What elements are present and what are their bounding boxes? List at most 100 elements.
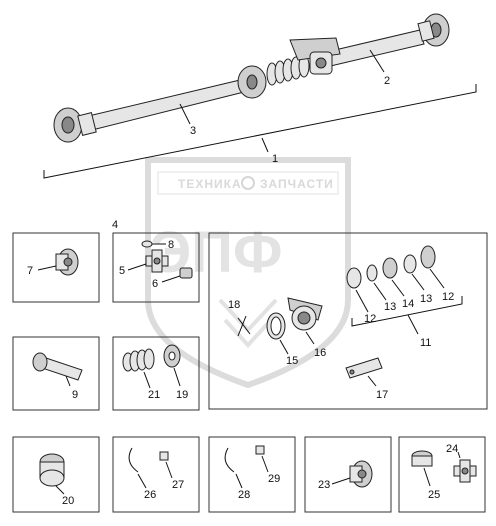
- callout-5: 5: [119, 265, 125, 277]
- leader-17: [367, 375, 377, 387]
- watermark-center-text: ЭПФ: [150, 220, 282, 285]
- leader-5: [127, 263, 147, 271]
- center-joint-hub: [246, 74, 258, 90]
- callout-7: 7: [27, 265, 33, 277]
- leader-20: [55, 485, 65, 495]
- callout-21: 21: [148, 389, 160, 401]
- leader-27: [165, 461, 173, 479]
- ring-set-bracket-line: [351, 296, 463, 327]
- watermark-logo: ТЕХНИКА ЗАПЧАСТИ ЭПФ: [145, 157, 351, 389]
- center-support-bracket: [289, 37, 341, 75]
- seal-inner: [270, 316, 282, 336]
- callout-19: 19: [176, 389, 188, 401]
- callout-14: 14: [402, 298, 414, 310]
- leader-12a: [355, 289, 369, 313]
- needle-bearing-cap: [179, 267, 193, 279]
- leader-26: [137, 473, 147, 489]
- callout-18: 18: [228, 299, 240, 311]
- grease-fitting-part: [159, 451, 169, 461]
- front-cross-joint: [77, 111, 97, 137]
- cross-spider-part: [145, 249, 169, 273]
- leader-19: [173, 367, 181, 387]
- dust-cover-part: [163, 344, 181, 368]
- leader-28: [235, 473, 243, 489]
- leader-29: [261, 455, 269, 473]
- seal-ring-part: [141, 240, 153, 248]
- leader-11: [407, 314, 419, 335]
- assembly-bracket-line: [43, 84, 477, 179]
- leader-6: [161, 275, 181, 283]
- leader-21: [143, 371, 151, 389]
- detail-box-24-25: [398, 436, 486, 513]
- callout-13b: 13: [420, 293, 432, 305]
- rear-cross-joint: [417, 20, 435, 42]
- detail-box-26-27: [112, 436, 200, 513]
- leader-16: [305, 331, 315, 345]
- leader-12b: [429, 268, 445, 289]
- leader-7: [37, 265, 57, 271]
- callout-6: 6: [152, 278, 158, 290]
- leader-3: [179, 103, 191, 125]
- callout-13a: 13: [384, 301, 396, 313]
- watermark-top-text: ТЕХНИКА: [178, 177, 242, 191]
- gear-icon: [241, 176, 255, 190]
- callout-16: 16: [314, 347, 326, 359]
- callout-12b: 12: [442, 291, 454, 303]
- flange-yoke-part-2: [349, 460, 373, 488]
- callout-23: 23: [318, 479, 330, 491]
- grease-fitting-part-2: [255, 445, 265, 455]
- callout-9: 9: [72, 389, 78, 401]
- leader-25: [423, 467, 431, 487]
- callout-15: 15: [286, 355, 298, 367]
- boot-part: [122, 348, 155, 372]
- leader-14: [391, 279, 405, 297]
- callout-3: 3: [190, 125, 196, 137]
- spline-boot: [266, 54, 310, 86]
- leader-1: [261, 137, 269, 153]
- detail-box-20: [12, 436, 100, 513]
- repair-kit-cap: [411, 450, 433, 467]
- repair-kit-spider: [453, 459, 477, 483]
- leader-13a: [373, 282, 387, 301]
- leader-13b: [411, 273, 425, 291]
- leader-2: [369, 49, 385, 73]
- retaining-clip-part: [237, 315, 251, 337]
- callout-20: 20: [62, 495, 74, 507]
- bearing-ring-set: [346, 245, 436, 289]
- callout-1: 1: [272, 153, 278, 165]
- leader-15: [279, 339, 289, 355]
- main-shaft-assembly: [53, 13, 450, 143]
- grease-tube-part-2: [224, 447, 235, 473]
- callout-8: 8: [168, 239, 174, 251]
- front-flange-hub: [61, 116, 75, 134]
- callout-11: 11: [420, 337, 431, 349]
- detail-box-support-bearing: [208, 232, 488, 410]
- callout-26: 26: [144, 489, 156, 501]
- watermark-side-text: ЗАПЧАСТИ: [260, 177, 334, 191]
- leader-24: [457, 451, 461, 459]
- leader-23: [331, 477, 351, 485]
- detail-box-4: [112, 232, 200, 303]
- detail-box-23: [304, 436, 392, 513]
- callout-24: 24: [446, 443, 458, 455]
- slip-yoke-part: [32, 352, 83, 381]
- callout-29: 29: [268, 473, 280, 485]
- detail-box-28-29: [208, 436, 296, 513]
- flange-yoke-part: [55, 248, 79, 276]
- callout-27: 27: [172, 479, 184, 491]
- callout-28: 28: [238, 489, 250, 501]
- detail-box-9: [12, 336, 100, 411]
- grease-tube-part: [128, 447, 139, 473]
- bearing-housing-part: [287, 297, 323, 331]
- detail-box-7: [12, 232, 100, 303]
- leader-9: [65, 375, 71, 387]
- callout-4: 4: [112, 219, 118, 231]
- clamp-strap-part: [345, 357, 383, 379]
- callout-17: 17: [376, 389, 388, 401]
- sleeve-part: [39, 453, 65, 487]
- front-shaft-tube: [79, 79, 245, 133]
- callout-2: 2: [384, 75, 390, 87]
- callout-25: 25: [428, 489, 440, 501]
